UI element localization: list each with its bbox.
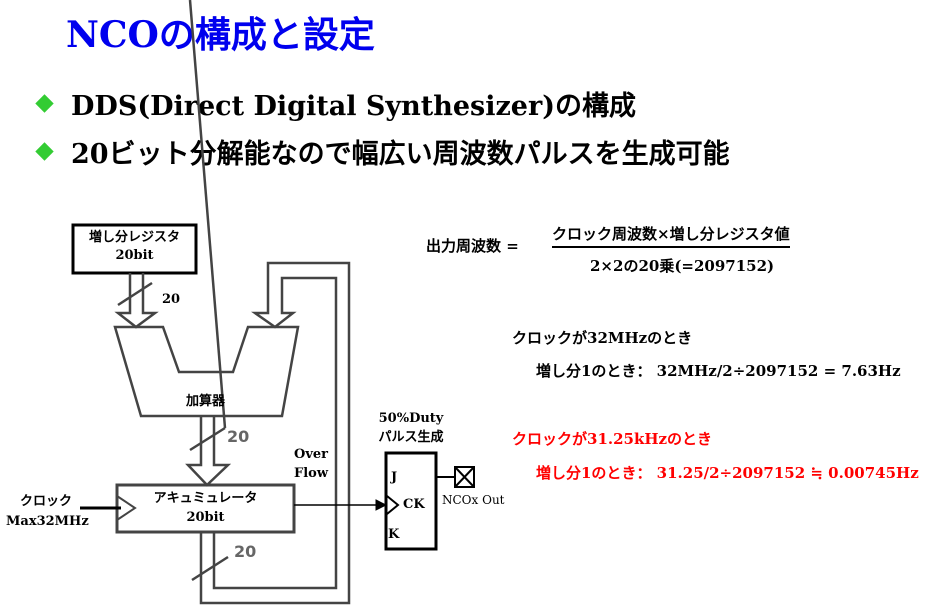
- bullet-item: 20ビット分解能なので幅広い周波数パルスを生成可能: [35, 132, 730, 171]
- bus-width-label: 20: [234, 542, 257, 561]
- clock-triangle-icon: [116, 495, 137, 521]
- adder-shape: [113, 325, 300, 418]
- bus-width-label: 20: [162, 292, 181, 307]
- formula-denominator: 2×2の20乗(=2097152): [590, 257, 775, 275]
- output-pin-icon: [454, 466, 475, 488]
- register-box: [71, 223, 198, 275]
- jk-k-label: K: [388, 527, 400, 542]
- bullet-item: DDS(Direct Digital Synthesizer)の構成: [35, 84, 636, 123]
- adder-label: 加算器: [186, 394, 226, 409]
- register-bus-arrow: [114, 273, 159, 329]
- example1-calc: 増し分1のとき： 32MHz/2÷2097152 = 7.63Hz: [536, 362, 901, 380]
- jk-ck-label: CK: [403, 497, 425, 512]
- jk-flipflop-box: [384, 451, 438, 551]
- arrowhead-icon: [375, 499, 388, 511]
- formula-numerator: クロック周波数×増し分レジスタ値: [552, 223, 790, 248]
- feedback-bus: [191, 261, 351, 605]
- example2-calc: 増し分1のとき： 31.25/2÷2097152 ≒ 0.00745Hz: [536, 464, 919, 482]
- formula-lhs: 出力周波数 =: [426, 237, 519, 255]
- bus-width-label: 20: [227, 427, 250, 446]
- example2-heading: クロックが31.25kHzのとき: [512, 430, 713, 448]
- ck-triangle-icon: [386, 495, 400, 515]
- output-label: NCOx Out: [442, 493, 505, 507]
- slide-title: NCOの構成と設定: [66, 14, 375, 56]
- jk-j-label: J: [391, 470, 398, 485]
- example1-heading: クロックが32MHzのとき: [512, 329, 693, 347]
- bullet-text: DDS(Direct Digital Synthesizer)の構成: [71, 91, 636, 122]
- bullet-text: 20ビット分解能なので幅広い周波数パルスを生成可能: [71, 139, 730, 170]
